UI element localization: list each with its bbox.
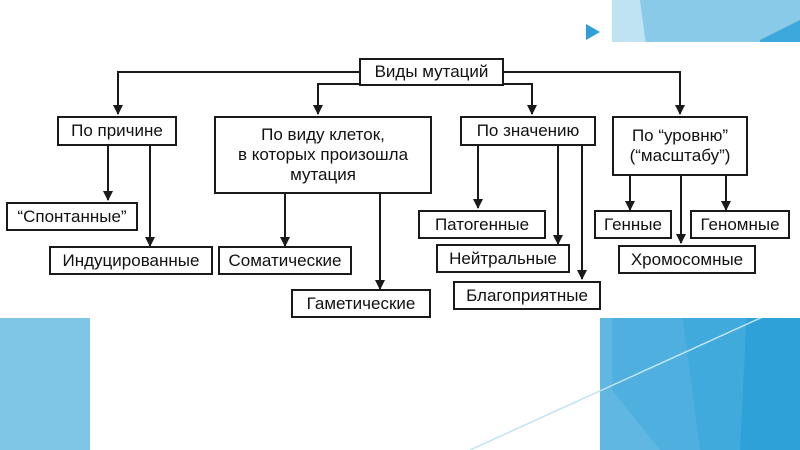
- category-cause-label: По причине: [71, 121, 163, 140]
- category-level-label: По “уровню” (“масштабу”): [629, 126, 731, 165]
- type-pathogenic-node: Патогенные: [418, 210, 546, 239]
- category-cell-type-label: По виду клеток, в которых произошла мута…: [237, 125, 409, 184]
- category-cause-node: По причине: [57, 116, 177, 146]
- type-favorable-node: Благоприятные: [453, 281, 601, 310]
- category-cell-type-node: По виду клеток, в которых произошла мута…: [214, 116, 432, 194]
- type-favorable-label: Благоприятные: [466, 285, 588, 305]
- connector-root-to-significance: [474, 83, 537, 115]
- type-somatic-node: Соматические: [218, 246, 352, 275]
- category-significance-node: По значению: [460, 116, 596, 146]
- type-pathogenic-label: Патогенные: [434, 214, 530, 234]
- type-gametic-label: Гаметические: [306, 293, 416, 313]
- deco-arrow-marker: [586, 24, 600, 40]
- type-induced-label: Индуцированные: [62, 250, 200, 270]
- type-genomic-label: Геномные: [700, 214, 780, 234]
- root-node-label: Виды мутаций: [374, 62, 489, 81]
- root-node: Виды мутаций: [359, 58, 504, 86]
- type-chromosomal-node: Хромосомные: [618, 245, 756, 274]
- type-genomic-node: Геномные: [690, 210, 790, 239]
- type-gene-label: Генные: [604, 214, 662, 234]
- type-gene-node: Генные: [594, 210, 672, 239]
- type-neutral-node: Нейтральные: [436, 244, 570, 273]
- type-spontaneous-label: “Спонтанные”: [17, 206, 127, 226]
- type-neutral-label: Нейтральные: [449, 248, 557, 268]
- connector-root-to-cell-type: [313, 83, 398, 115]
- deco-band-right: [600, 318, 800, 450]
- deco-ray: [469, 299, 800, 450]
- type-gametic-node: Гаметические: [291, 289, 431, 318]
- type-spontaneous-node: “Спонтанные”: [6, 202, 138, 231]
- type-induced-node: Индуцированные: [49, 246, 213, 275]
- type-chromosomal-label: Хромосомные: [630, 249, 744, 269]
- category-level-node: По “уровню” (“масштабу”): [612, 116, 748, 176]
- connector-root-to-cause: [113, 71, 360, 115]
- connector-root-to-level: [503, 71, 685, 115]
- type-somatic-label: Соматические: [228, 250, 342, 270]
- category-significance-label: По значению: [476, 121, 580, 140]
- deco-band-left: [0, 318, 90, 450]
